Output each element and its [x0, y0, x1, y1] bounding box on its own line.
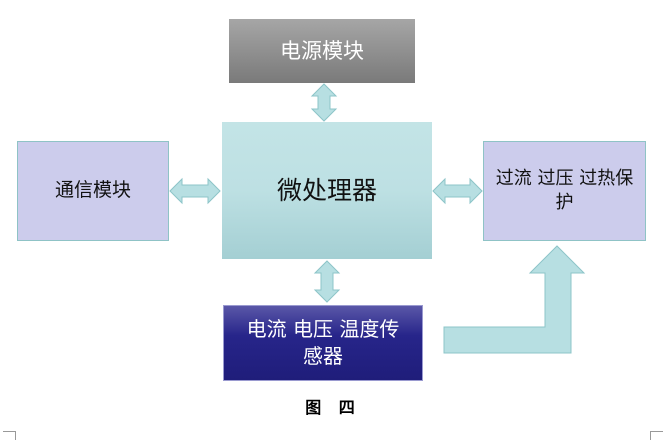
microprocessor-box: 微处理器 [222, 122, 432, 259]
arrow-power-mcu [310, 83, 338, 122]
arrow-mcu-protection [432, 177, 483, 205]
protection-box: 过流 过压 过热保护 [483, 141, 646, 241]
sensors-label: 电流 电压 温度传感器 [246, 317, 400, 368]
page-corner-mark-left [3, 431, 16, 440]
figure-caption: 图 四 [305, 398, 361, 417]
comm-module-box: 通信模块 [17, 141, 169, 241]
arrow-mcu-sensors [313, 260, 341, 303]
power-module-label: 电源模块 [280, 38, 364, 63]
protection-label: 过流 过压 过热保护 [495, 167, 634, 213]
arrow-comm-mcu [169, 177, 221, 205]
power-module-box: 电源模块 [229, 19, 415, 83]
bent-arrow-sensors-protection [443, 245, 586, 354]
sensors-box: 电流 电压 温度传感器 [223, 305, 423, 381]
page-corner-mark-right [650, 431, 663, 440]
microprocessor-label: 微处理器 [276, 175, 377, 205]
comm-module-label: 通信模块 [54, 179, 131, 202]
